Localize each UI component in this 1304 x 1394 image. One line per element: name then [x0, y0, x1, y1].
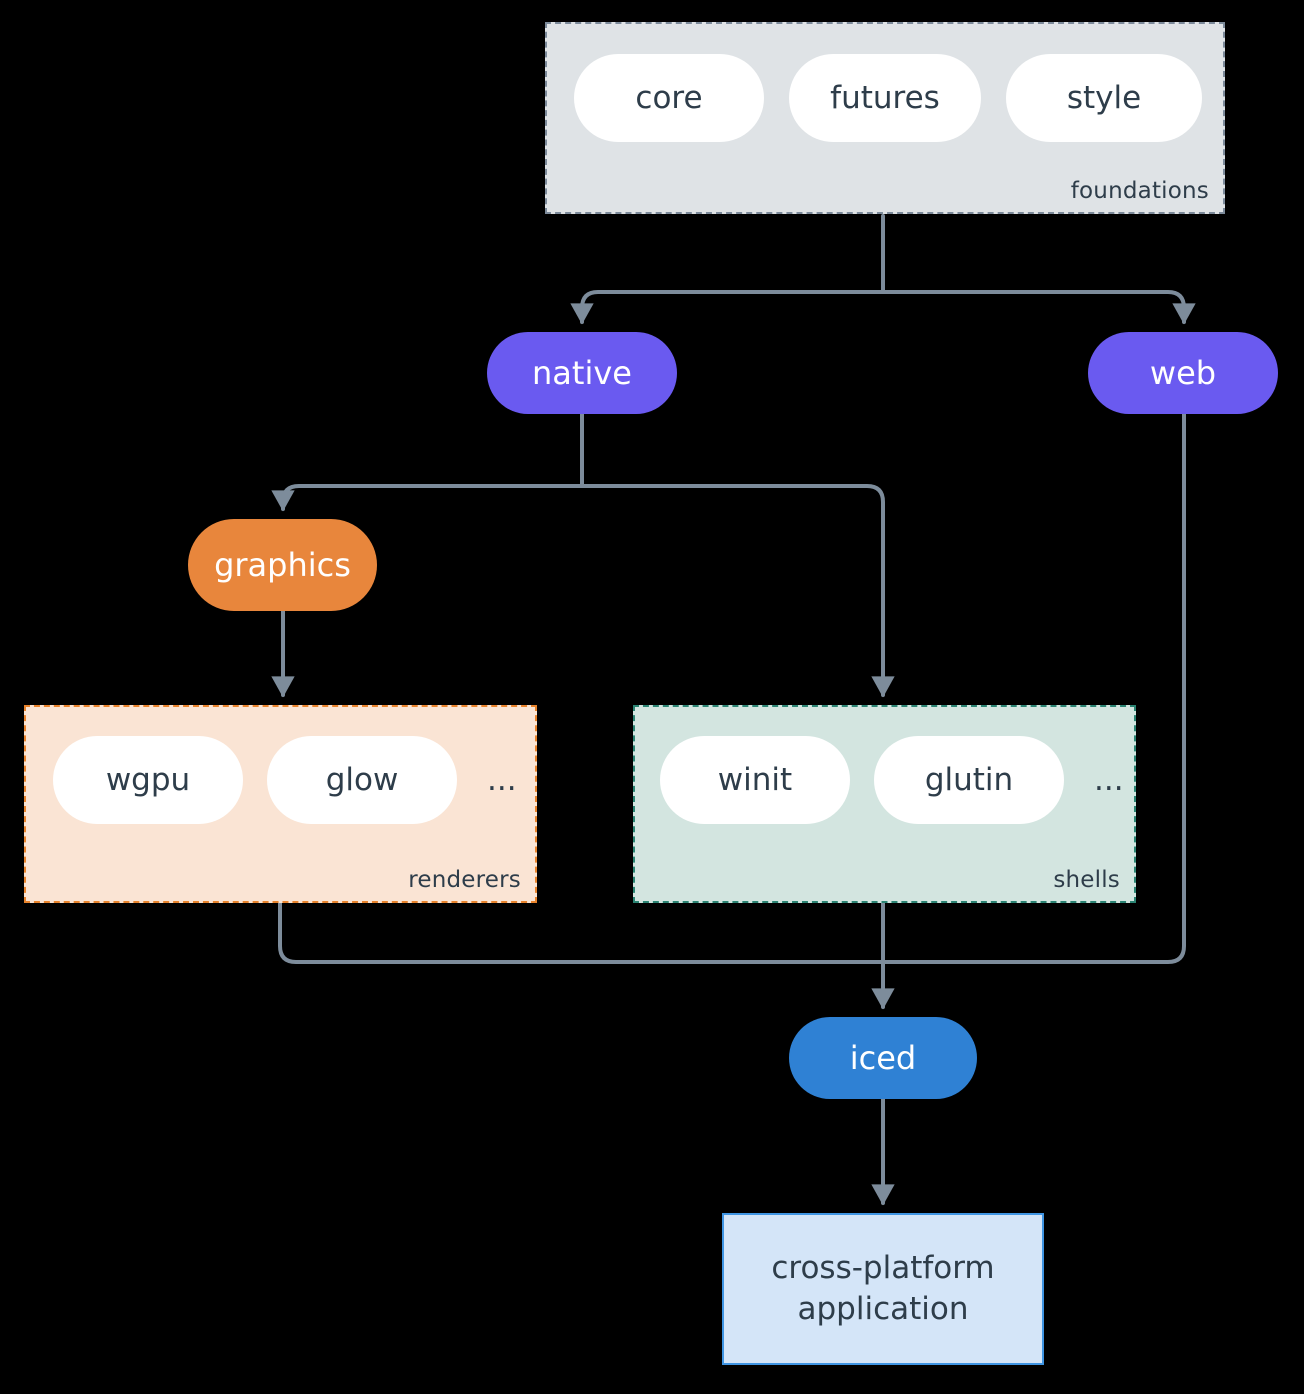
pill-futures[interactable]: futures — [789, 54, 981, 142]
application-line-1: cross-platform — [771, 1250, 995, 1287]
node-web[interactable]: web — [1088, 332, 1278, 414]
node-iced[interactable]: iced — [789, 1017, 977, 1099]
edge-native-to-graphics — [271, 484, 584, 512]
pill-glutin[interactable]: glutin — [874, 736, 1064, 824]
shells-pill-row: winit glutin ... — [660, 736, 1124, 824]
group-label-foundations: foundations — [1070, 178, 1209, 204]
edge-renderers-to-iced — [278, 901, 885, 964]
node-graphics[interactable]: graphics — [188, 519, 377, 611]
pill-core[interactable]: core — [574, 54, 764, 142]
group-label-shells: shells — [1053, 867, 1120, 893]
group-renderers: wgpu glow ... renderers — [24, 705, 537, 903]
renderers-overflow-ellipsis: ... — [487, 762, 517, 798]
application-line-2: application — [797, 1291, 969, 1327]
pill-glow[interactable]: glow — [267, 736, 457, 824]
pill-wgpu[interactable]: wgpu — [53, 736, 243, 824]
edge-foundations-to-native — [570, 290, 885, 325]
group-foundations: core futures style foundations — [545, 22, 1225, 214]
node-native[interactable]: native — [487, 332, 677, 414]
renderers-pill-row: wgpu glow ... — [53, 736, 517, 824]
foundations-pill-row: core futures style — [574, 54, 1202, 142]
pill-style[interactable]: style — [1006, 54, 1202, 142]
edge-foundations-to-web — [881, 290, 1196, 325]
group-label-renderers: renderers — [408, 867, 521, 893]
pill-winit[interactable]: winit — [660, 736, 850, 824]
node-cross-platform-application[interactable]: cross-platform application — [722, 1213, 1044, 1365]
group-shells: winit glutin ... shells — [633, 705, 1136, 903]
edge-native-to-shells — [580, 484, 895, 698]
shells-overflow-ellipsis: ... — [1094, 762, 1124, 798]
